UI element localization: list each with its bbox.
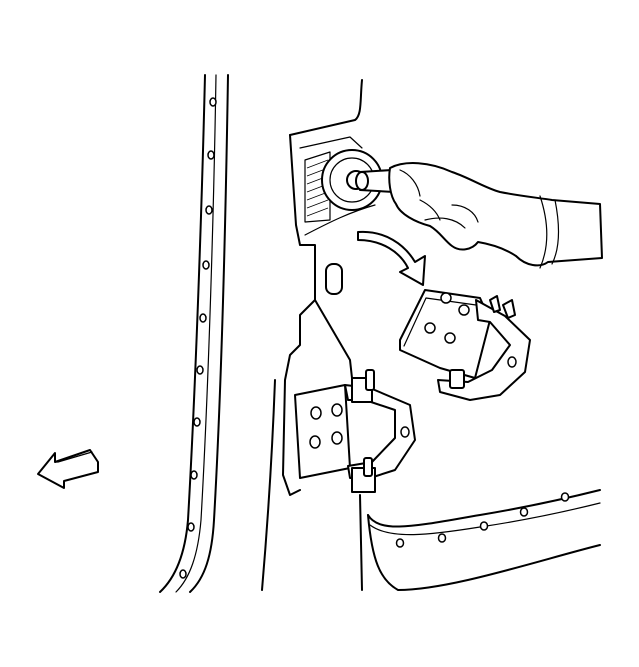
gloved-hand bbox=[388, 162, 603, 269]
lower-door-edge bbox=[359, 489, 601, 591]
vehicle-front-arrow bbox=[37, 449, 99, 489]
door-opening-weatherstrip-edge bbox=[159, 74, 229, 593]
removal-direction-arrow bbox=[357, 230, 426, 286]
hinge-pin-tool bbox=[355, 169, 395, 193]
hatched-recess bbox=[304, 151, 331, 223]
weatherstrip-holes bbox=[179, 97, 217, 579]
door-pillar-panel bbox=[261, 79, 383, 591]
removed-upper-hinge bbox=[399, 289, 531, 401]
installed-lower-hinge bbox=[294, 369, 416, 493]
